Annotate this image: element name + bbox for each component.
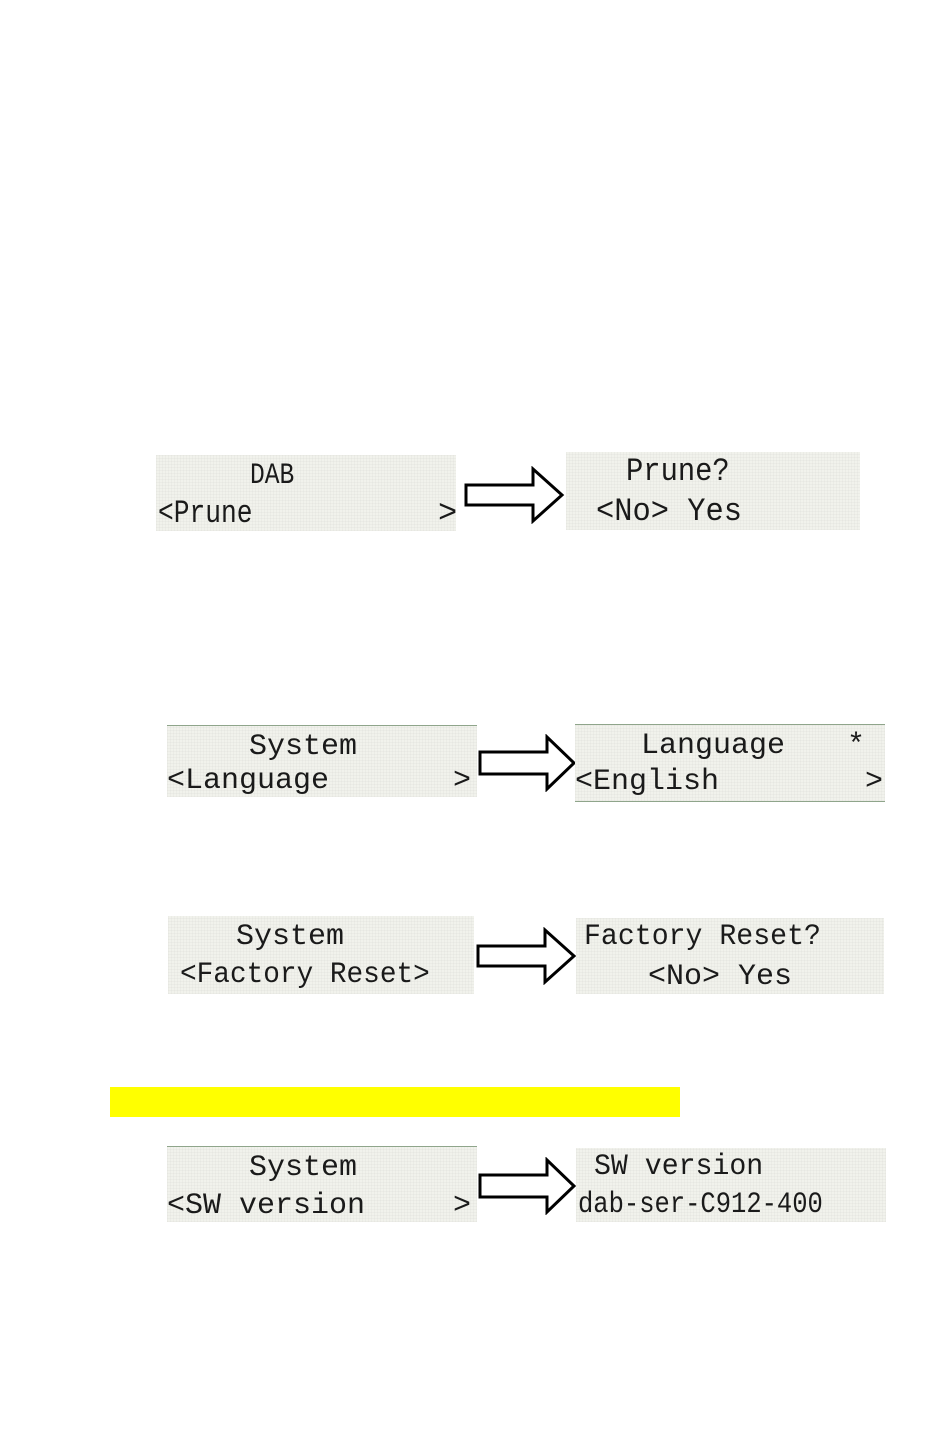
lcd-title: System [249, 1153, 357, 1183]
lcd-menu-item: <Factory Reset> [180, 960, 430, 990]
lcd-prune-confirm: Prune? <No> Yes [566, 452, 860, 530]
lcd-next-indicator: > [865, 767, 883, 797]
lcd-next-indicator: > [438, 498, 456, 530]
right-arrow-icon [475, 927, 577, 985]
lcd-title: Language [641, 731, 785, 761]
lcd-options: <No> Yes [648, 962, 792, 992]
highlight-bar [110, 1087, 680, 1117]
lcd-system-language: System <Language > [167, 725, 477, 797]
lcd-title: System [236, 922, 344, 952]
lcd-dab-prune: DAB <Prune > [156, 455, 456, 531]
lcd-sw-version-info: SW version dab-ser-C912-400 [576, 1148, 886, 1222]
right-arrow-icon [463, 466, 565, 524]
lcd-title: DAB [250, 461, 294, 491]
lcd-current-language: <English [575, 767, 719, 797]
lcd-menu-item: <Language [167, 766, 329, 796]
lcd-language-select: Language * <English > [575, 724, 885, 802]
lcd-next-indicator: > [453, 1191, 471, 1221]
lcd-title: System [249, 732, 357, 762]
lcd-system-factory-reset: System <Factory Reset> [168, 916, 474, 994]
lcd-options: <No> Yes [596, 496, 742, 528]
lcd-factory-reset-confirm: Factory Reset? <No> Yes [576, 918, 884, 994]
right-arrow-icon [477, 1157, 577, 1215]
lcd-title: SW version [594, 1152, 763, 1182]
lcd-selected-marker: * [847, 731, 865, 761]
lcd-title: Factory Reset? [584, 922, 821, 952]
right-arrow-icon [477, 734, 577, 792]
lcd-menu-item: <SW version [167, 1191, 365, 1221]
lcd-next-indicator: > [453, 766, 471, 796]
lcd-menu-item: <Prune [158, 498, 252, 530]
lcd-title: Prune? [626, 456, 730, 488]
lcd-version-string: dab-ser-C912-400 [578, 1190, 823, 1220]
lcd-system-sw-version: System <SW version > [167, 1146, 477, 1222]
